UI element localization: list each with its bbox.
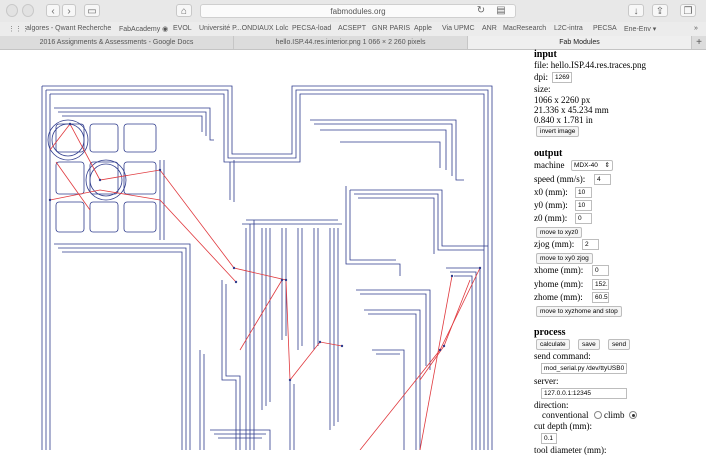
- tab-fab-modules[interactable]: Fab Modules: [468, 36, 692, 49]
- favorite-link[interactable]: Via UPMC: [442, 25, 475, 32]
- cut-depth-label: cut depth (mm):: [534, 421, 592, 431]
- favorite-link[interactable]: PECSA-load: [292, 25, 332, 32]
- select-arrows-icon: ⇕: [604, 162, 610, 169]
- move-to-home-and-stop-button[interactable]: move to xyzhome and stop: [536, 306, 622, 317]
- toolpath-canvas: [41, 85, 493, 451]
- dpi-input[interactable]: 1269: [552, 72, 572, 83]
- apps-grid-icon[interactable]: ⋮⋮⋮: [8, 26, 29, 33]
- speed-input[interactable]: 4: [594, 174, 611, 185]
- favorites-bar: ⋮⋮⋮ algores - Qwant Recherche FabAcademy…: [0, 22, 706, 37]
- favorite-link[interactable]: FabAcademy ◉: [119, 26, 169, 33]
- move-paths: [49, 123, 481, 451]
- yhome-input[interactable]: 152.: [592, 279, 609, 290]
- cut-depth-input[interactable]: 0.1: [541, 433, 557, 444]
- tabs-overview-icon[interactable]: ❐: [680, 4, 696, 17]
- sidebar-icon[interactable]: ▭: [84, 4, 100, 17]
- xhome-label: xhome (mm):: [534, 265, 584, 275]
- home-icon[interactable]: ⌂: [176, 4, 192, 17]
- tab-label: hello.ISP.44.res.interior.png 1 066 × 2 …: [275, 39, 426, 46]
- send-command-input[interactable]: mod_serial.py /dev/ttyUSB0: [541, 363, 627, 374]
- reload-icon[interactable]: ↻: [476, 5, 486, 16]
- favorite-link[interactable]: EVOL: [173, 25, 192, 32]
- xhome-input[interactable]: 0: [592, 265, 609, 276]
- favorite-link[interactable]: PECSA: [593, 25, 617, 32]
- conventional-radio[interactable]: [594, 411, 602, 419]
- toolpath-viewport: [0, 50, 706, 451]
- server-label: server:: [534, 376, 559, 386]
- climb-label: climb: [604, 410, 625, 420]
- process-heading: process: [534, 327, 566, 338]
- machine-label: machine: [534, 160, 565, 170]
- favorite-link[interactable]: L2C-intra: [554, 25, 583, 32]
- favorite-link[interactable]: ANR: [482, 25, 497, 32]
- z0-input[interactable]: 0: [575, 213, 592, 224]
- machine-select[interactable]: MDX-40 ⇕: [571, 160, 613, 171]
- url-text: fabmodules.org: [330, 7, 386, 16]
- favorite-link[interactable]: Université P...ONDIAUX Lolc: [199, 25, 289, 32]
- x0-input[interactable]: 10: [575, 187, 592, 198]
- more-favorites-icon[interactable]: »: [694, 25, 698, 32]
- calculate-button[interactable]: calculate: [536, 339, 570, 350]
- favorite-link[interactable]: algores - Qwant Recherche: [26, 25, 112, 32]
- size-label: size:: [534, 84, 551, 94]
- reader-icon[interactable]: ▤: [496, 5, 506, 16]
- browser-toolbar: ‹ › ▭ ⌂ fabmodules.org ↻ ▤ ↓ ⇪ ❐: [0, 0, 706, 23]
- server-input[interactable]: 127.0.0.1:12345: [541, 388, 627, 399]
- zhome-input[interactable]: 60.5: [592, 292, 609, 303]
- zjog-label: zjog (mm):: [534, 239, 575, 249]
- invert-image-button[interactable]: invert image: [536, 126, 580, 137]
- tool-diameter-label: tool diameter (mm):: [534, 445, 607, 455]
- direction-label: direction:: [534, 400, 569, 410]
- conventional-label: conventional: [542, 410, 589, 420]
- tab-label: 2016 Assignments & Assessments - Google …: [39, 39, 194, 46]
- dpi-label: dpi:: [534, 72, 549, 82]
- z0-label: z0 (mm):: [534, 213, 568, 223]
- y0-input[interactable]: 10: [575, 200, 592, 211]
- forward-icon[interactable]: ›: [62, 4, 76, 17]
- move-to-xy0-zjog-button[interactable]: move to xy0 zjog: [536, 253, 593, 264]
- favorite-link[interactable]: GNR PARIS: [372, 25, 410, 32]
- minimize-window-icon[interactable]: [22, 4, 34, 17]
- size-px: 1066 x 2260 px: [534, 95, 591, 105]
- input-file: file: hello.ISP.44.res.traces.png: [534, 60, 646, 70]
- address-bar[interactable]: fabmodules.org: [200, 4, 516, 18]
- send-button[interactable]: send: [608, 339, 631, 350]
- tab-label: Fab Modules: [559, 39, 600, 46]
- close-window-icon[interactable]: [6, 4, 18, 17]
- size-in: 0.840 x 1.781 in: [534, 115, 593, 125]
- favorite-link[interactable]: Apple: [414, 25, 432, 32]
- back-icon[interactable]: ‹: [46, 4, 60, 17]
- tab-bar: 2016 Assignments & Assessments - Google …: [0, 36, 706, 50]
- share-icon[interactable]: ⇪: [652, 4, 668, 17]
- speed-label: speed (mm/s):: [534, 174, 586, 184]
- new-tab-icon[interactable]: +: [696, 37, 702, 48]
- download-icon[interactable]: ↓: [628, 4, 644, 17]
- size-mm: 21.336 x 45.234 mm: [534, 105, 609, 115]
- path-points: [48, 122, 482, 382]
- send-command-label: send command:: [534, 351, 591, 361]
- output-heading: output: [534, 148, 563, 159]
- yhome-label: yhome (mm):: [534, 279, 584, 289]
- favorite-link[interactable]: MacResearch: [503, 25, 547, 32]
- pcb-traces: [41, 85, 493, 450]
- y0-label: y0 (mm):: [534, 200, 568, 210]
- tab-google-docs[interactable]: 2016 Assignments & Assessments - Google …: [0, 36, 234, 49]
- input-heading: input: [534, 49, 557, 60]
- move-to-xyz0-button[interactable]: move to xyz0: [536, 227, 583, 238]
- favorite-link[interactable]: ACSEPT: [338, 25, 367, 32]
- x0-label: x0 (mm):: [534, 187, 568, 197]
- favorite-link[interactable]: Ene-Env ▾: [624, 26, 657, 33]
- zhome-label: zhome (mm):: [534, 292, 583, 302]
- machine-value: MDX-40: [574, 162, 598, 169]
- zjog-input[interactable]: 2: [582, 239, 599, 250]
- climb-radio[interactable]: [629, 411, 637, 419]
- fab-modules-panel: input file: hello.ISP.44.res.traces.png …: [534, 49, 706, 455]
- tab-image[interactable]: hello.ISP.44.res.interior.png 1 066 × 2 …: [234, 36, 468, 49]
- save-button[interactable]: save: [578, 339, 600, 350]
